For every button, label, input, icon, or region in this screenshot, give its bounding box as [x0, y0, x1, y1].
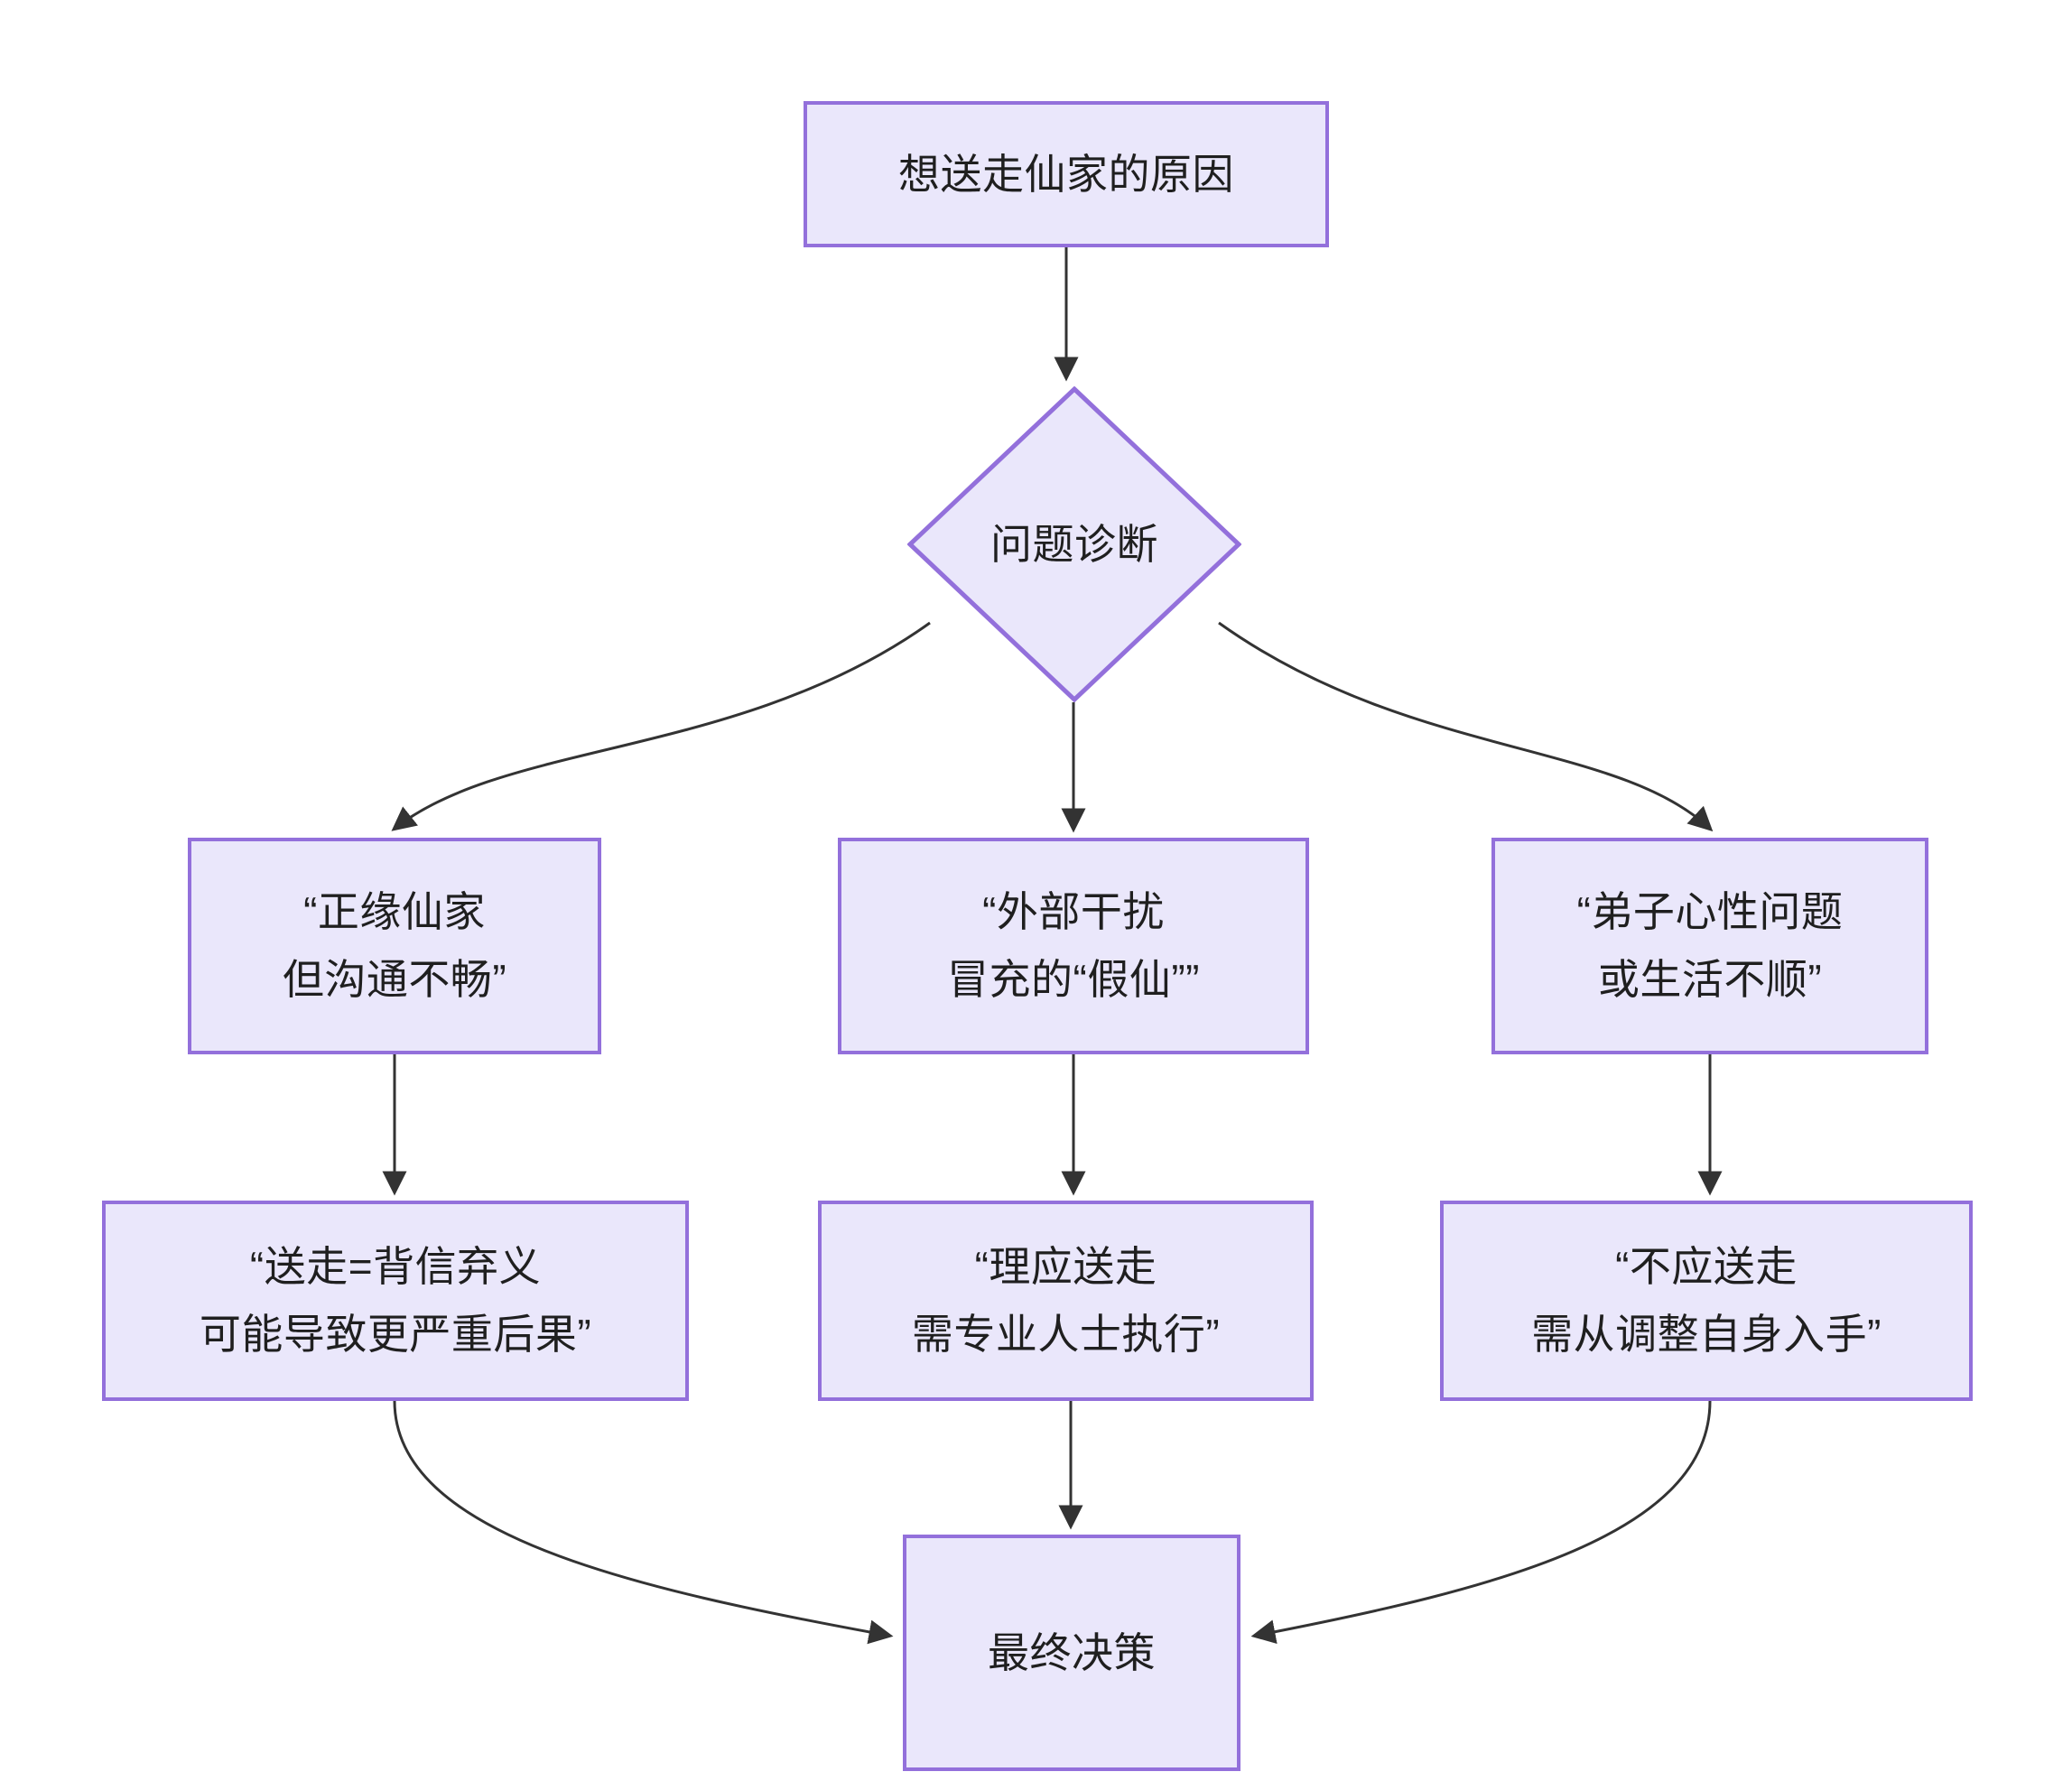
node-conclusion-buyingsongzou[interactable]: “不应送走 需从调整自身入手”: [1440, 1201, 1973, 1401]
edge-concl1-to-final: [393, 1400, 894, 1645]
node-final-decision[interactable]: 最终决策: [903, 1535, 1240, 1771]
node-branch-dizixinxing[interactable]: “弟子心性问题 或生活不顺”: [1491, 838, 1928, 1054]
edge-concl3-to-final: [1250, 1400, 1712, 1644]
edge-diagnosis-to-branch1: [391, 621, 931, 831]
node-conclusion-liyingsongzou[interactable]: “理应送走 需专业人士执行”: [818, 1201, 1314, 1401]
node-diagnosis[interactable]: 问题诊断: [907, 386, 1241, 702]
edge-diagnosis-to-branch3: [1218, 621, 1714, 832]
node-branch-zhengyuan[interactable]: “正缘仙家 但沟通不畅”: [188, 838, 601, 1054]
node-branch-waibuganrao[interactable]: “外部干扰 冒充的“假仙””: [838, 838, 1309, 1054]
node-diagnosis-label: 问题诊断: [990, 520, 1158, 568]
node-start[interactable]: 想送走仙家的原因: [804, 101, 1329, 247]
diamond-shape: [907, 386, 1241, 702]
node-conclusion-beixinqiyi[interactable]: “送走=背信弃义 可能导致更严重后果”: [102, 1201, 689, 1401]
